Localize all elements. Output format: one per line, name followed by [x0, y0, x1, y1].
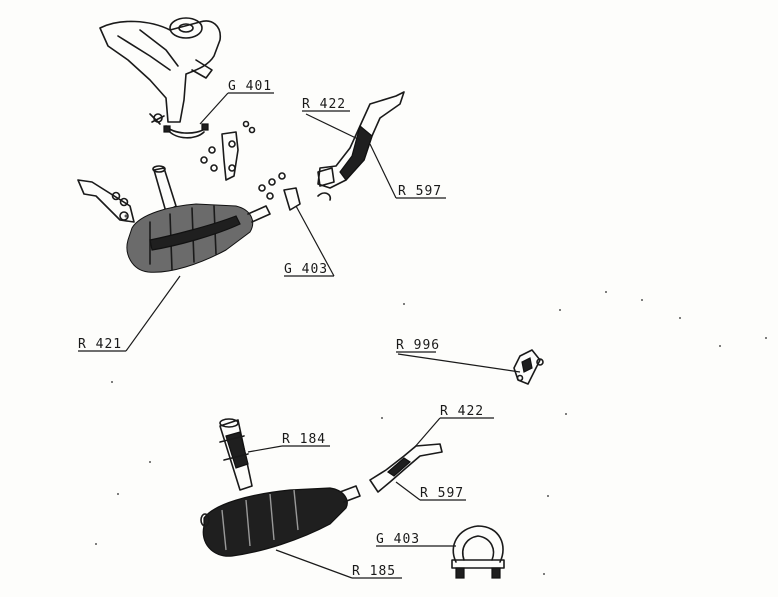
- silencer-r185: [200, 485, 361, 557]
- leader-lines: [78, 92, 521, 579]
- bracket-r996: [513, 349, 544, 385]
- part-labels: G 401 R 422 R 597 G 403 R 421 R 996 R 42…: [78, 79, 484, 579]
- scan-specks: [95, 291, 767, 575]
- clamp-g401: [163, 123, 209, 139]
- label-r184: R 184: [282, 432, 326, 447]
- label-r422-bottom: R 422: [440, 404, 484, 419]
- front-pipe-r184: [219, 418, 253, 491]
- manifold-bracket: [200, 120, 256, 181]
- tail-pipe-r422-bottom: [369, 443, 443, 493]
- clamp-g403-bottom: [451, 525, 505, 579]
- label-g403-top: G 403: [284, 262, 328, 277]
- label-g401: G 401: [228, 79, 272, 94]
- tail-pipe-r422-top: [317, 91, 405, 189]
- label-r421: R 421: [78, 337, 122, 352]
- label-r996: R 996: [396, 338, 440, 353]
- label-g403-bottom: G 403: [376, 532, 420, 547]
- front-silencer-r421: [77, 165, 271, 273]
- exhaust-manifold: [99, 17, 222, 125]
- label-r422-top: R 422: [302, 97, 346, 112]
- mounting-hardware: [258, 172, 332, 211]
- label-r597-bottom: R 597: [420, 486, 464, 501]
- label-r597-top: R 597: [398, 184, 442, 199]
- label-r185: R 185: [352, 564, 396, 579]
